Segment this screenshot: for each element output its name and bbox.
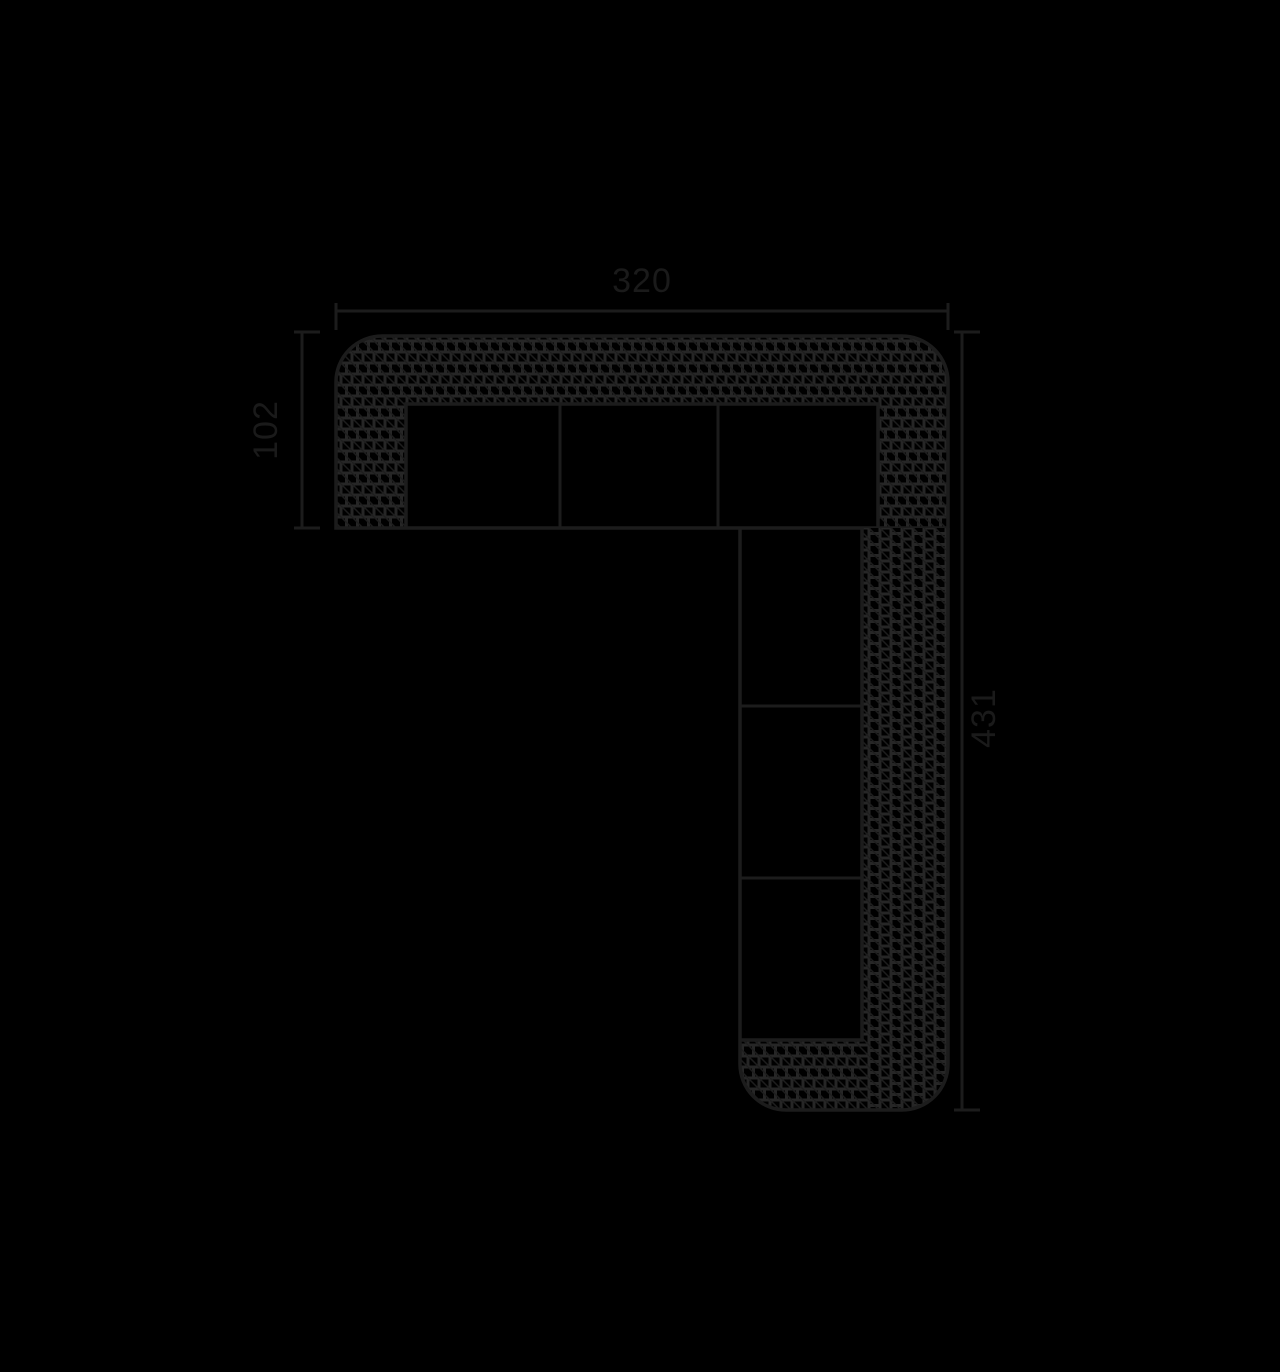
chaise-end-arm-hatch [740, 1040, 862, 1110]
main-seat-cushion-3 [718, 404, 878, 528]
chaise-outline [738, 528, 950, 1112]
main-seat-cushion-1 [406, 404, 560, 528]
main-seat-cushion-2 [560, 404, 718, 528]
chaise-seat-well-outline [740, 528, 864, 1042]
dimension-length-label: 431 [965, 688, 1003, 748]
chaise-seat-cushion-2 [740, 706, 862, 878]
chaise-return-group [738, 528, 950, 1112]
dimension-depth-label: 102 [247, 400, 285, 460]
dimension-width-320: 320 [334, 262, 950, 330]
dimension-width-label: 320 [612, 262, 672, 300]
dimension-length-431: 431 [954, 330, 1003, 1112]
chaise-seat-cushion-3 [740, 878, 862, 1040]
main-run-upholstery-hatch [336, 336, 948, 528]
chaise-backrest-hatch [862, 528, 948, 1110]
dimension-depth-102: 102 [247, 330, 320, 530]
main-run-outline [334, 334, 950, 530]
chaise-seat-cushion-1 [740, 528, 862, 706]
main-run-group [334, 334, 950, 530]
main-run-seat-well-outline [404, 402, 880, 528]
